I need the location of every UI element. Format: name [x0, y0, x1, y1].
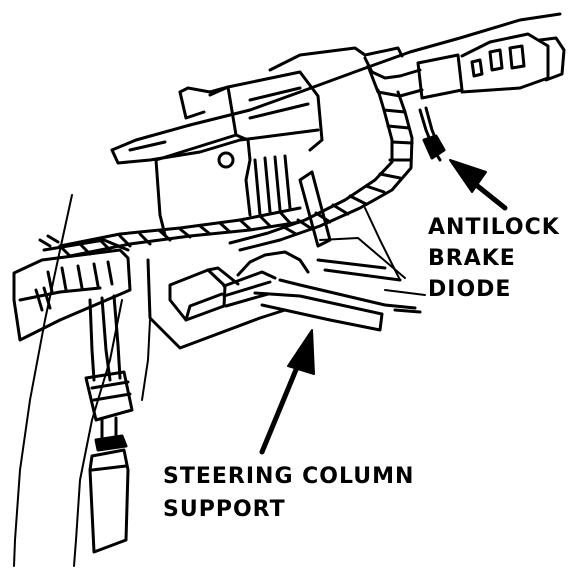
callout-antilock-line-2: BRAKE [428, 246, 516, 271]
leader-lines [319, 207, 426, 296]
callout-steering-column-support: STEERING COLUMN SUPPORT [163, 466, 414, 532]
relay-module [146, 250, 310, 350]
callout-antilock-line-1: ANTILOCK [428, 215, 560, 240]
cross-harness [58, 206, 302, 258]
cluster-housing [154, 70, 324, 237]
steering-column-support [253, 258, 422, 332]
callout-antilock-brake-diode: ANTILOCK BRAKE DIODE [428, 217, 560, 310]
wiring-harness [228, 88, 414, 252]
left-connector-block [12, 234, 132, 342]
callout-antilock-line-3: DIODE [428, 277, 512, 302]
steering-column-lines [13, 194, 151, 567]
dashboard-panel [110, 12, 562, 165]
callout-steering-line-2: SUPPORT [163, 497, 286, 522]
callout-steering-line-1: STEERING COLUMN [163, 464, 415, 489]
arrow-steering-column-support [259, 329, 315, 455]
arrow-antilock-brake-diode [449, 159, 508, 211]
hanging-connector [84, 294, 134, 554]
diode-connector [363, 32, 566, 162]
